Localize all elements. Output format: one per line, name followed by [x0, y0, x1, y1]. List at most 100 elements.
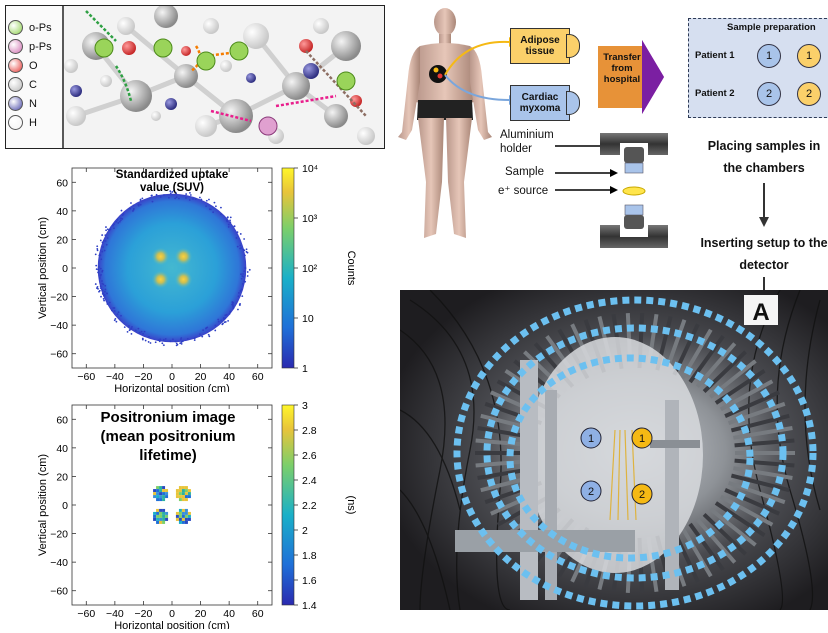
ps-pixel — [153, 492, 157, 496]
suv-edge-pixel — [154, 341, 157, 344]
suv-edge-pixel — [248, 268, 251, 271]
suv-edge-pixel — [103, 249, 106, 252]
suv-edge-pixel — [113, 319, 116, 322]
ps-colorbar — [281, 404, 295, 606]
ps-blob — [153, 486, 169, 502]
suv-edge-pixel — [240, 247, 243, 249]
suv-xtick: −40 — [106, 371, 124, 383]
suv-edge-pixel — [108, 301, 111, 304]
ps-pixel — [156, 517, 160, 521]
ps-pixel — [178, 520, 182, 524]
suv-edge-pixel — [233, 225, 236, 227]
suv-edge-pixel — [223, 321, 226, 324]
ps-pixel — [175, 511, 179, 515]
ps-pixel — [181, 517, 185, 521]
ps-ytick: 20 — [56, 471, 68, 483]
photo-sample-marker: 2 — [580, 480, 602, 502]
suv-edge-pixel — [175, 192, 178, 195]
ps-pixel — [156, 520, 160, 524]
scintillator-strip — [727, 480, 786, 505]
adipose-label: Adipose tissue — [520, 35, 560, 57]
ps-ytick: −60 — [50, 586, 68, 598]
ps-pixel — [184, 508, 188, 512]
ps-pixel — [184, 517, 188, 521]
suv-edge-pixel — [212, 211, 215, 214]
suv-xtick: −60 — [77, 371, 95, 383]
ps-xtick: 60 — [252, 608, 264, 620]
pps-ball — [258, 116, 278, 136]
suv-edge-pixel — [101, 282, 104, 285]
suv-edge-pixel — [148, 335, 150, 338]
suv-edge-pixel — [241, 275, 244, 277]
ps-pixel — [178, 514, 182, 518]
ps-pixel — [162, 486, 166, 490]
suv-edge-pixel — [244, 254, 246, 257]
svg-text:2: 2 — [639, 489, 645, 501]
ps-pixel — [165, 495, 169, 499]
suv-edge-pixel — [158, 340, 161, 343]
scintillator-strip — [734, 458, 795, 468]
suv-edge-pixel — [161, 342, 164, 345]
ps-pixel — [159, 489, 163, 493]
suv-edge-pixel — [151, 200, 154, 203]
suv-ytick: −40 — [50, 320, 68, 332]
ps-ylabel: Vertical position (cm) — [37, 454, 49, 556]
suv-edge-pixel — [120, 314, 122, 317]
ps-ytick: 40 — [56, 443, 68, 455]
suv-edge-pixel — [181, 340, 184, 343]
suv-edge-pixel — [101, 241, 104, 244]
suv-edge-pixel — [237, 295, 240, 298]
legend-swatch-icon — [8, 20, 23, 35]
suv-xtick: 20 — [195, 371, 207, 383]
ps-ytick: −20 — [50, 529, 68, 541]
suv-edge-pixel — [229, 311, 232, 314]
suv-edge-pixel — [188, 199, 191, 201]
suv-edge-pixel — [130, 327, 133, 330]
suv-edge-pixel — [98, 290, 100, 293]
legend-label: N — [29, 97, 37, 110]
legend-item: N — [8, 94, 62, 113]
ps-xlabel: Horizontal position (cm) — [114, 620, 230, 629]
scintillator-strip — [702, 512, 747, 556]
ps-pixel — [181, 520, 185, 524]
ps-pixel — [181, 495, 185, 499]
ps-pixel — [159, 514, 163, 518]
suv-cbar-tick: 10⁴ — [302, 163, 318, 175]
suv-xtick: 40 — [223, 371, 235, 383]
ps-pixel — [153, 489, 157, 493]
suv-edge-pixel — [172, 189, 175, 192]
scintillator-strip — [695, 342, 737, 388]
suv-edge-pixel — [129, 207, 132, 210]
suv-edge-pixel — [102, 239, 105, 242]
suv-edge-pixel — [194, 198, 197, 201]
suv-edge-pixel — [143, 330, 146, 333]
cardiac-cap — [566, 91, 580, 115]
suv-edge-pixel — [102, 246, 104, 248]
suv-edge-pixel — [236, 245, 239, 248]
scintillator-strip — [709, 507, 757, 547]
suv-edge-pixel — [172, 338, 174, 341]
cardiac-box: Cardiac myxoma — [510, 85, 570, 121]
legend-label: C — [29, 78, 37, 91]
ops-ball — [153, 38, 173, 58]
suv-edge-pixel — [169, 192, 172, 195]
suv-edge-pixel — [110, 309, 113, 312]
detector-bore — [527, 337, 703, 573]
aluminium-holder — [600, 133, 668, 248]
adipose-box: Adipose tissue — [510, 28, 570, 64]
suv-edge-pixel — [227, 226, 230, 228]
suv-edge-pixel — [189, 191, 191, 194]
suv-edge-pixel — [101, 270, 104, 273]
suv-edge-pixel — [139, 198, 142, 201]
suv-edge-pixel — [232, 307, 235, 310]
ps-pixel — [178, 489, 182, 493]
ps-pixel — [165, 514, 169, 518]
scintillator-strip — [714, 501, 766, 537]
suv-edge-pixel — [120, 209, 123, 212]
suv-edge-pixel — [222, 317, 225, 319]
ps-pixel — [181, 514, 185, 518]
ps-pixel — [187, 489, 191, 493]
suv-edge-pixel — [103, 293, 106, 296]
suv-edge-pixel — [104, 234, 107, 237]
